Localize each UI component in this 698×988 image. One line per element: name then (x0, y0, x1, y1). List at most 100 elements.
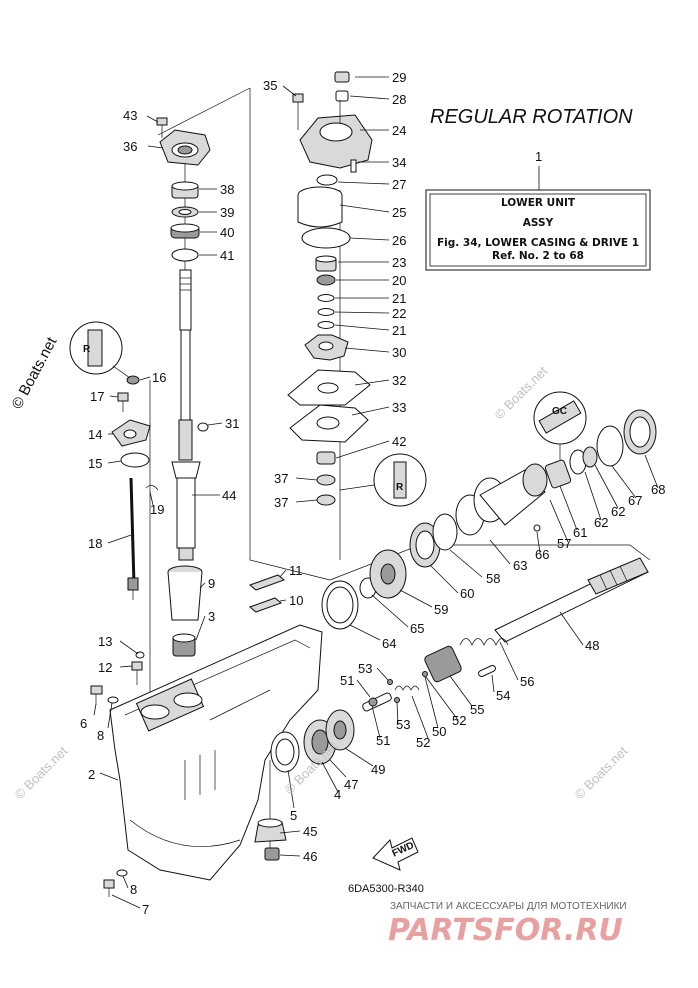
callout-20: 20 (392, 273, 406, 288)
part-washer-21-a (317, 294, 335, 302)
part-washer-37-b (316, 494, 336, 506)
callout-16: 16 (152, 370, 166, 385)
callout-36: 36 (123, 139, 137, 154)
part-collar-42 (316, 451, 336, 465)
part-washer-39 (171, 206, 199, 218)
callout-44: 44 (222, 488, 236, 503)
callout-21-b: 21 (392, 323, 406, 338)
part-pin-31 (197, 422, 209, 432)
callout-35: 35 (263, 78, 277, 93)
callout-66: 66 (535, 547, 549, 562)
callout-2: 2 (88, 767, 95, 782)
callout-31: 31 (225, 416, 239, 431)
part-screw-7 (103, 879, 115, 897)
callout-22: 22 (392, 306, 406, 321)
part-oring-27 (316, 174, 338, 186)
callout-51-b: 51 (376, 733, 390, 748)
callout-9: 9 (208, 576, 215, 591)
callout-28: 28 (392, 92, 406, 107)
callout-37-a: 37 (274, 471, 288, 486)
callout-57: 57 (557, 536, 571, 551)
part-bolt-35 (292, 93, 304, 130)
callout-34: 34 (392, 155, 406, 170)
part-bearing-61 (544, 459, 572, 489)
leader-lines (93, 76, 659, 909)
callout-21-a: 21 (392, 291, 406, 306)
callout-33: 33 (392, 400, 406, 415)
part-collar-23 (315, 255, 337, 272)
part-shift-rod-18 (127, 477, 139, 600)
callout-62-b: 62 (611, 504, 625, 519)
part-washer-21-b (317, 321, 335, 329)
part-cap-68 (623, 409, 657, 455)
callout-50: 50 (432, 724, 446, 739)
callout-65: 65 (410, 621, 424, 636)
callout-12: 12 (98, 660, 112, 675)
part-clip-19 (145, 485, 159, 491)
callout-60: 60 (460, 586, 474, 601)
part-spring-50 (394, 685, 420, 691)
part-bearing-38 (171, 181, 199, 199)
watermark-faint-2: © Boats.net (12, 743, 71, 802)
callout-59: 59 (434, 602, 448, 617)
detail-circle-right: R (339, 453, 427, 507)
callout-51-a: 51 (340, 673, 354, 688)
callout-68: 68 (651, 482, 665, 497)
part-driveshaft-44 (171, 269, 201, 561)
diagram-title: REGULAR ROTATION (430, 106, 633, 128)
callout-7: 7 (142, 902, 149, 917)
part-pin-54 (478, 664, 496, 678)
part-seal-40 (170, 223, 200, 239)
callout-61: 61 (573, 525, 587, 540)
part-propeller-shaft-48 (494, 557, 649, 643)
part-pin-66 (533, 524, 541, 532)
part-impeller-30 (304, 334, 349, 361)
info-box-line4: Ref. No. 2 to 68 (492, 250, 584, 262)
callout-58: 58 (486, 571, 500, 586)
callout-62-a: 62 (594, 515, 608, 530)
callout-52-a: 52 (452, 713, 466, 728)
callout-10: 10 (289, 593, 303, 608)
part-washer-22 (317, 308, 335, 316)
part-oring-41 (171, 248, 199, 262)
part-bearing-60 (409, 522, 441, 568)
part-oring-67 (596, 425, 624, 467)
svg-text:GC: GC (552, 406, 567, 417)
callout-5: 5 (290, 808, 297, 823)
watermark-faint-4: © Boats.net (572, 743, 631, 802)
promo-text: ЗАПЧАСТИ И АКСЕССУАРЫ ДЛЯ МОТОТЕХНИКИ (390, 901, 627, 912)
callout-38: 38 (220, 182, 234, 197)
part-sleeve-9 (167, 565, 203, 621)
part-bolt-17 (117, 392, 129, 412)
callout-52-b: 52 (416, 735, 430, 750)
callout-64: 64 (382, 636, 396, 651)
callout-32: 32 (392, 373, 406, 388)
callout-47: 47 (344, 777, 358, 792)
callout-49: 49 (371, 762, 385, 777)
part-rings-62 (569, 446, 598, 475)
callout-18: 18 (88, 536, 102, 551)
part-shim-58 (432, 513, 458, 551)
part-seal-28 (335, 90, 349, 102)
part-housing-36 (159, 129, 211, 166)
callout-4: 4 (334, 787, 341, 802)
part-pinion-45 (254, 818, 287, 843)
callout-numbers: 29 28 35 24 34 27 25 26 23 20 21 22 21 3… (80, 70, 665, 917)
callout-45: 45 (303, 824, 317, 839)
part-forward-gear-59 (369, 549, 407, 599)
part-washer-37-a (316, 474, 336, 486)
callout-54: 54 (496, 688, 510, 703)
part-clutch-55 (424, 645, 462, 683)
callout-17: 17 (90, 389, 104, 404)
callout-37-b: 37 (274, 495, 288, 510)
callout-11: 11 (289, 563, 303, 578)
part-spring-56 (459, 638, 509, 646)
fwd-arrow-icon: FWD (372, 837, 419, 871)
part-bearing-housing-63 (455, 463, 548, 536)
part-bolt-6 (90, 685, 103, 705)
callout-53-b: 53 (396, 717, 410, 732)
watermark-main: © Boats.net (9, 334, 61, 412)
detail-circle-gc: GC (533, 391, 587, 445)
part-plug-13 (135, 651, 145, 659)
callout-67: 67 (628, 493, 642, 508)
